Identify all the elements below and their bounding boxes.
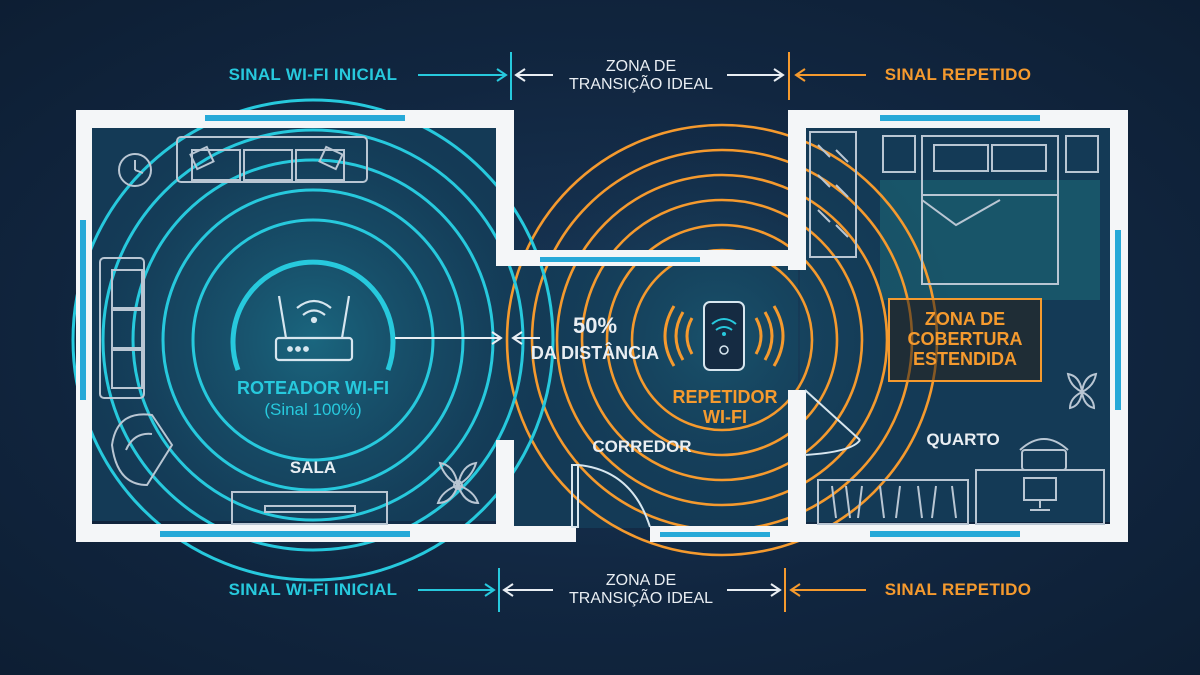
header-arrows xyxy=(418,52,866,100)
desk-icon xyxy=(975,469,1105,525)
room-label-living: SALA xyxy=(289,458,337,477)
repeater-label-line1: REPETIDOR xyxy=(672,387,778,407)
door-icon xyxy=(571,389,861,528)
distance-text: DA DISTÂNCIA xyxy=(530,342,660,363)
side-sofa-icon xyxy=(99,257,145,399)
wall-clock-icon xyxy=(118,153,152,187)
monitor-icon xyxy=(1023,477,1057,511)
plant-icon xyxy=(436,461,480,505)
bedroom-plant-icon xyxy=(1066,372,1098,410)
windows xyxy=(80,115,1121,537)
header-transition-line1: ZONA DE xyxy=(605,58,677,75)
router-inner-arc xyxy=(230,259,396,371)
footer-initial-signal: SINAL WI-FI INICIAL xyxy=(228,580,398,599)
sofa-icon xyxy=(176,136,368,183)
distance-label-group: 50% DA DISTÂNCIA xyxy=(515,313,675,363)
extended-zone-line3: ESTENDIDA xyxy=(912,348,1017,369)
router-sublabel: (Sinal 100%) xyxy=(264,400,362,420)
repeater-label-line2: WI-FI xyxy=(703,407,747,428)
footer-transition-line1: ZONA DE xyxy=(605,572,677,589)
router-label-group: ROTEADOR WI-FI (Sinal 100%) xyxy=(218,378,408,419)
header-transition-zone: ZONA DE TRANSIÇÃO IDEAL xyxy=(556,58,726,94)
router-label: ROTEADOR WI-FI xyxy=(237,378,389,398)
extended-zone-line2: COBERTURA xyxy=(907,329,1023,350)
extended-zone-line1: ZONA DE xyxy=(924,309,1006,330)
distance-percent: 50% xyxy=(572,313,618,338)
footer-arrows xyxy=(418,568,866,612)
room-label-bedroom: QUARTO xyxy=(926,430,1000,449)
router-icon xyxy=(274,295,354,362)
router-signal-rings xyxy=(71,98,555,582)
extended-coverage-box: ZONA DE COBERTURA ESTENDIDA xyxy=(888,298,1042,382)
shelf-icon xyxy=(817,479,969,525)
header-repeated-signal: SINAL REPETIDO xyxy=(884,65,1032,84)
wardrobe-icon xyxy=(809,131,857,258)
footer-transition-zone: ZONA DE TRANSIÇÃO IDEAL xyxy=(556,572,726,608)
header-initial-signal: SINAL WI-FI INICIAL xyxy=(228,65,398,84)
armchair-icon xyxy=(110,413,174,487)
room-label-corridor: CORREDOR xyxy=(592,437,692,456)
footer-repeated-signal: SINAL REPETIDO xyxy=(884,580,1032,599)
tv-console-icon xyxy=(231,491,388,525)
repeater-icon xyxy=(663,301,785,371)
bed-icon xyxy=(882,135,1099,285)
repeater-label-group: REPETIDOR WI-FI xyxy=(660,387,790,427)
header-transition-line2: TRANSIÇÃO IDEAL xyxy=(568,75,714,93)
footer-transition-line2: TRANSIÇÃO IDEAL xyxy=(568,589,714,607)
distance-arrow xyxy=(395,331,540,345)
